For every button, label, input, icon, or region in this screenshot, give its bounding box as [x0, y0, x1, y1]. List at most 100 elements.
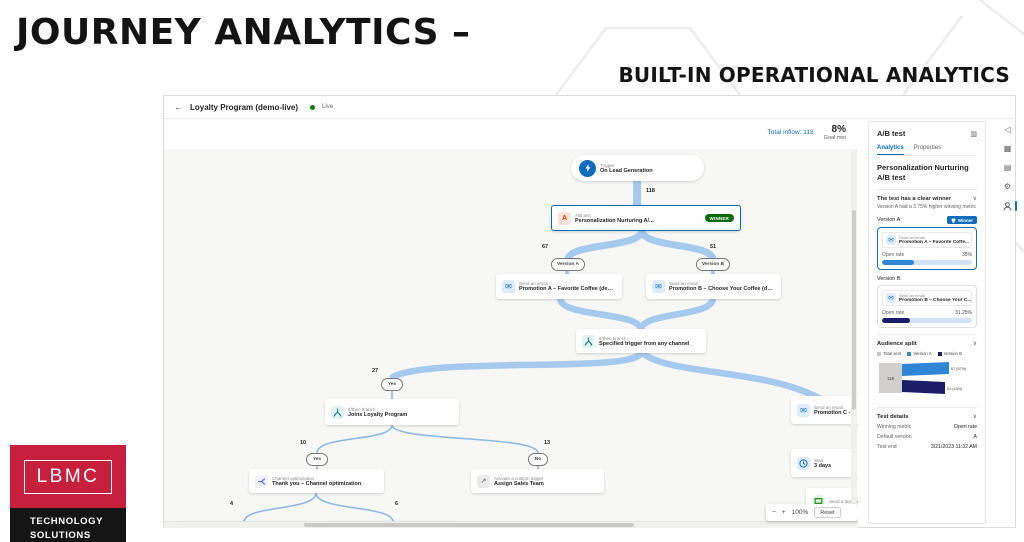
slide-subtitle: BUILT-IN OPERATIONAL ANALYTICS: [618, 63, 1010, 87]
lbmc-logo-text: LBMC: [23, 459, 113, 494]
edge-count-6: 6: [395, 501, 399, 507]
open-rate-label: Open rate: [882, 252, 905, 259]
pill-no-13[interactable]: No: [528, 453, 548, 466]
branch-icon: [331, 405, 344, 419]
app-header: ← Loyalty Program (demo-live) Live: [164, 96, 1015, 119]
horizontal-scrollbar[interactable]: [164, 521, 858, 528]
zoom-in-button[interactable]: +: [781, 509, 786, 516]
channel-optimization-icon: [255, 474, 268, 488]
tab-properties[interactable]: Properties: [913, 145, 942, 151]
email-icon: ✉: [652, 280, 665, 293]
collapse-panel-icon[interactable]: ◁: [1004, 125, 1011, 134]
custom-trigger-icon: ↗: [477, 474, 490, 488]
node-assign-sales-team[interactable]: ↗ Activate a custom trigger Assign Sales…: [471, 469, 604, 493]
chevron-down-icon[interactable]: ∨: [972, 341, 977, 348]
live-status-dot: [310, 104, 316, 110]
edge-count-4: 4: [230, 501, 234, 507]
test-details-title: Test details: [877, 414, 909, 421]
side-toolbar: ◁ ▦ ▤ ⚙: [1000, 125, 1017, 213]
horizontal-scrollbar-thumb[interactable]: [304, 523, 634, 527]
version-a-swatch: [907, 351, 912, 356]
open-rate-label: Open rate: [882, 310, 905, 317]
tab-analytics[interactable]: Analytics: [877, 145, 904, 155]
active-indicator: [1015, 201, 1017, 211]
node-email-promotion-c[interactable]: ✉ Send an email Promotion C - W: [791, 396, 858, 424]
total-inflow-link[interactable]: Total inflow: 118: [767, 129, 814, 136]
logo-line-2: SOLUTIONS: [30, 529, 91, 541]
node-branch-any-channel[interactable]: If/then branch Specified trigger from an…: [576, 329, 706, 353]
email-icon: ✉: [797, 403, 810, 417]
winner-badge-panel: Winner: [946, 216, 977, 225]
vertical-scrollbar-thumb[interactable]: [852, 210, 856, 410]
logo-line-1: TECHNOLOGY: [30, 516, 104, 527]
zoom-reset-button[interactable]: Reset: [814, 507, 841, 518]
ab-test-panel-icon: ▥: [970, 130, 977, 138]
svg-text:118: 118: [887, 376, 895, 381]
zoom-toolbar: − + 100% Reset: [766, 504, 858, 521]
ab-test-panel: A/B test ▥ Analytics Properties Personal…: [868, 121, 986, 524]
app-window: ← Loyalty Program (demo-live) Live Total…: [163, 95, 1017, 528]
winner-badge: WINNER: [704, 214, 734, 222]
grid-icon[interactable]: ▦: [1003, 144, 1012, 153]
pill-version-b[interactable]: Version B: [696, 258, 730, 271]
node-trigger[interactable]: Trigger On Lead Generation: [571, 155, 704, 181]
goal-met-value: 8%: [831, 124, 846, 135]
open-rate-value-a: 35%: [961, 252, 972, 259]
journey-canvas[interactable]: Total inflow: 118 8% Goal met: [164, 119, 858, 528]
email-icon: ✉: [886, 235, 896, 246]
pill-yes-10[interactable]: Yes: [306, 453, 328, 466]
edge-count-inflow: 118: [646, 188, 655, 194]
pill-version-a[interactable]: Version A: [551, 258, 585, 271]
settings-gear-icon[interactable]: ⚙: [1003, 182, 1012, 191]
version-b-label: Version B: [877, 276, 901, 283]
pill-yes-27[interactable]: Yes: [381, 378, 403, 391]
open-rate-bar-b: [882, 318, 972, 324]
total-sent-swatch: [877, 351, 881, 356]
edge-count-yes-10: 10: [300, 440, 307, 446]
chevron-down-icon[interactable]: ∨: [972, 414, 977, 421]
notes-icon[interactable]: ▤: [1003, 163, 1012, 172]
back-arrow-icon[interactable]: ←: [174, 102, 183, 112]
node-email-promotion-a[interactable]: ✉ Send an email Promotion A – Favorite C…: [496, 274, 622, 299]
person-icon[interactable]: [1003, 201, 1017, 213]
audience-split-title: Audience split: [877, 341, 917, 348]
panel-heading: Personalization Nurturing A/B test: [877, 163, 969, 182]
chevron-down-icon[interactable]: ∨: [972, 195, 977, 202]
ab-test-icon: A: [558, 211, 571, 225]
detail-row-default-version: Default version A: [877, 434, 977, 441]
audience-split-chart: 118 67 (57%) 51 (43%): [879, 362, 967, 395]
zoom-out-button[interactable]: −: [772, 509, 776, 516]
email-icon: ✉: [886, 293, 896, 304]
email-icon: ✉: [502, 280, 515, 293]
svg-text:51 (43%): 51 (43%): [947, 387, 963, 391]
node-wait[interactable]: Wait 3 days: [791, 449, 858, 477]
lightning-trigger-icon: [579, 159, 596, 177]
node-branch-loyalty[interactable]: If/then branch Joins Loyalty Program: [325, 399, 459, 425]
svg-text:67 (57%): 67 (57%): [951, 367, 967, 371]
vertical-scrollbar[interactable]: [851, 150, 857, 520]
winner-section-title: The test has a clear winner: [877, 195, 952, 202]
canvas-top-band: [164, 119, 858, 149]
detail-row-test-end: Test end 3/21/2023 11:32 AM: [877, 444, 977, 451]
journey-title: Loyalty Program (demo-live): [190, 102, 299, 112]
panel-title: A/B test: [877, 129, 906, 138]
node-ab-test[interactable]: A A/B test Personalization Nurturing A/.…: [551, 205, 741, 231]
edge-count-yes-27: 27: [372, 368, 379, 374]
version-b-swatch: [937, 351, 942, 356]
flow-edges: [243, 175, 833, 523]
branch-icon: [582, 334, 595, 348]
version-b-card[interactable]: ✉ Send an email Promotion B – Choose You…: [877, 285, 977, 329]
slide-title: JOURNEY ANALYTICS –: [16, 12, 471, 53]
canvas-stats: Total inflow: 118 8% Goal met: [768, 124, 846, 141]
winner-section-subtitle: Version A had a 3.75% higher winning met…: [877, 203, 976, 210]
clock-icon: [797, 456, 810, 470]
goal-met-label: Goal met: [823, 135, 846, 141]
version-a-label: Version A: [877, 217, 901, 224]
open-rate-value-b: 31.25%: [955, 310, 972, 317]
lbmc-logo: LBMC TECHNOLOGY SOLUTIONS: [10, 445, 126, 542]
node-email-promotion-b[interactable]: ✉ Send an email Promotion B – Choose You…: [646, 274, 781, 299]
node-channel-optimization[interactable]: Channel optimization Thank you – Channel…: [249, 469, 384, 493]
open-rate-bar-a: [882, 260, 972, 266]
version-a-card[interactable]: ✉ Send an email Promotion A – Favorite C…: [877, 227, 977, 271]
